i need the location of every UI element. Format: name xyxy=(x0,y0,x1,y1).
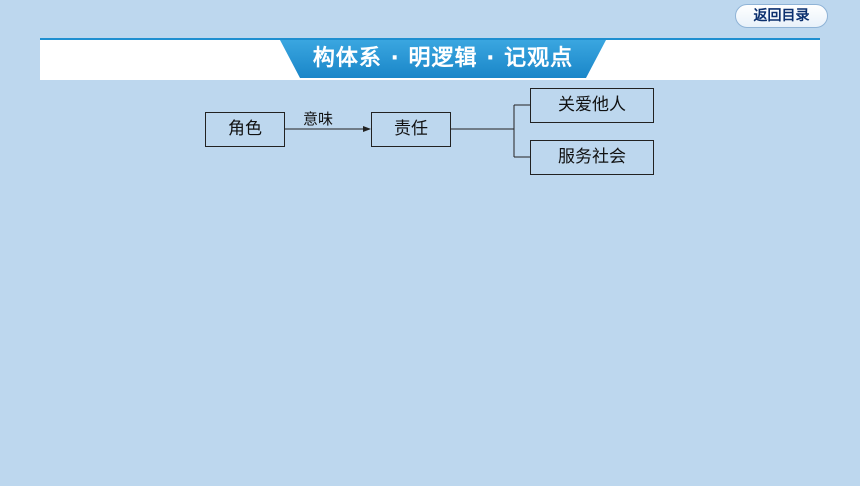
section-banner: 构体系 · 明逻辑 · 记观点 xyxy=(40,38,820,80)
section-title: 构体系 · 明逻辑 · 记观点 xyxy=(312,46,574,71)
node-serve-society: 服务社会 xyxy=(530,140,654,175)
node-care-for-others: 关爱他人 xyxy=(530,88,654,123)
banner-title-shape xyxy=(280,40,606,78)
node-role: 角色 xyxy=(205,112,285,147)
node-responsibility: 责任 xyxy=(371,112,451,147)
edge-label-means: 意味 xyxy=(303,110,334,128)
return-to-contents-button[interactable]: 返回目录 xyxy=(735,4,828,28)
